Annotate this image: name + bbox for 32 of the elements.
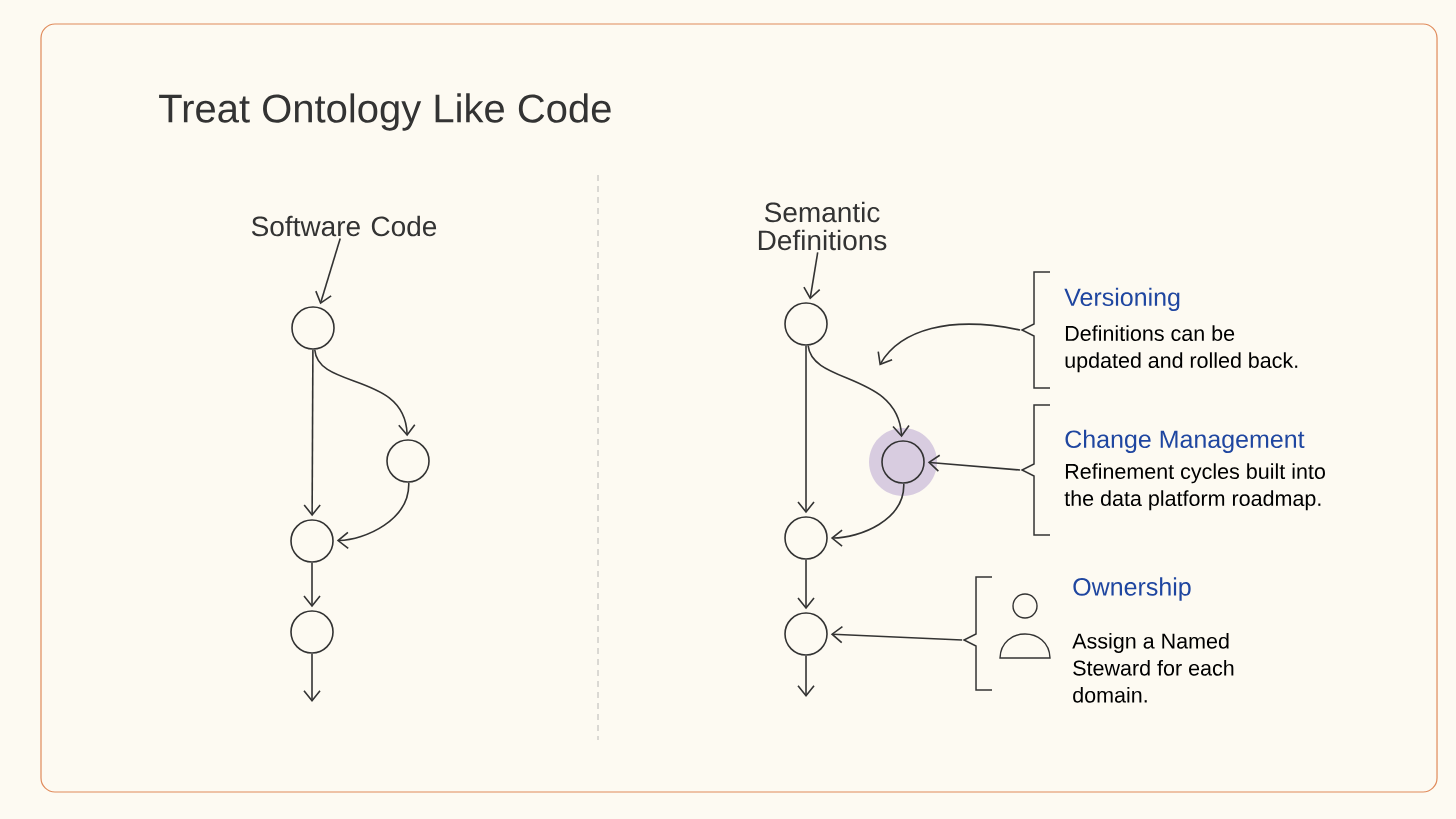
info-text: Assign a Named Steward for each domain. bbox=[1072, 632, 1234, 703]
flow-circle bbox=[784, 612, 828, 656]
column-heading: Semantic Definitions bbox=[758, 201, 887, 251]
arrow bbox=[807, 344, 910, 438]
flow-circle bbox=[784, 302, 828, 346]
highlighted-circle bbox=[869, 428, 937, 496]
info-text: Refinement cycles built into the data platform roadmap. bbox=[1064, 463, 1325, 511]
arrow bbox=[803, 251, 821, 300]
arrow bbox=[797, 345, 815, 514]
flow-circle bbox=[386, 439, 430, 483]
arrow bbox=[313, 348, 416, 437]
info-heading: Ownership bbox=[1073, 577, 1191, 601]
info-text: Definitions can be updated and rolled back. bbox=[1065, 325, 1298, 373]
info-heading: Versioning bbox=[1064, 287, 1180, 311]
arrow bbox=[336, 482, 410, 550]
arrow bbox=[303, 349, 321, 517]
arrow bbox=[830, 483, 905, 547]
arrow bbox=[303, 653, 321, 702]
column-heading: Software Code bbox=[251, 215, 437, 237]
flow-circle bbox=[290, 610, 334, 654]
arrow bbox=[315, 237, 341, 305]
arrow bbox=[797, 655, 815, 697]
flow-circle bbox=[784, 516, 828, 560]
flow-circle bbox=[291, 306, 335, 350]
arrow bbox=[927, 454, 1021, 472]
arrow bbox=[877, 323, 1021, 366]
arrow bbox=[797, 559, 815, 610]
info-heading: Change Management bbox=[1065, 429, 1305, 453]
slide-title: Treat Ontology Like Code bbox=[159, 93, 611, 131]
arrow bbox=[303, 562, 321, 608]
flow-circle bbox=[290, 519, 334, 563]
arrow bbox=[830, 625, 963, 644]
